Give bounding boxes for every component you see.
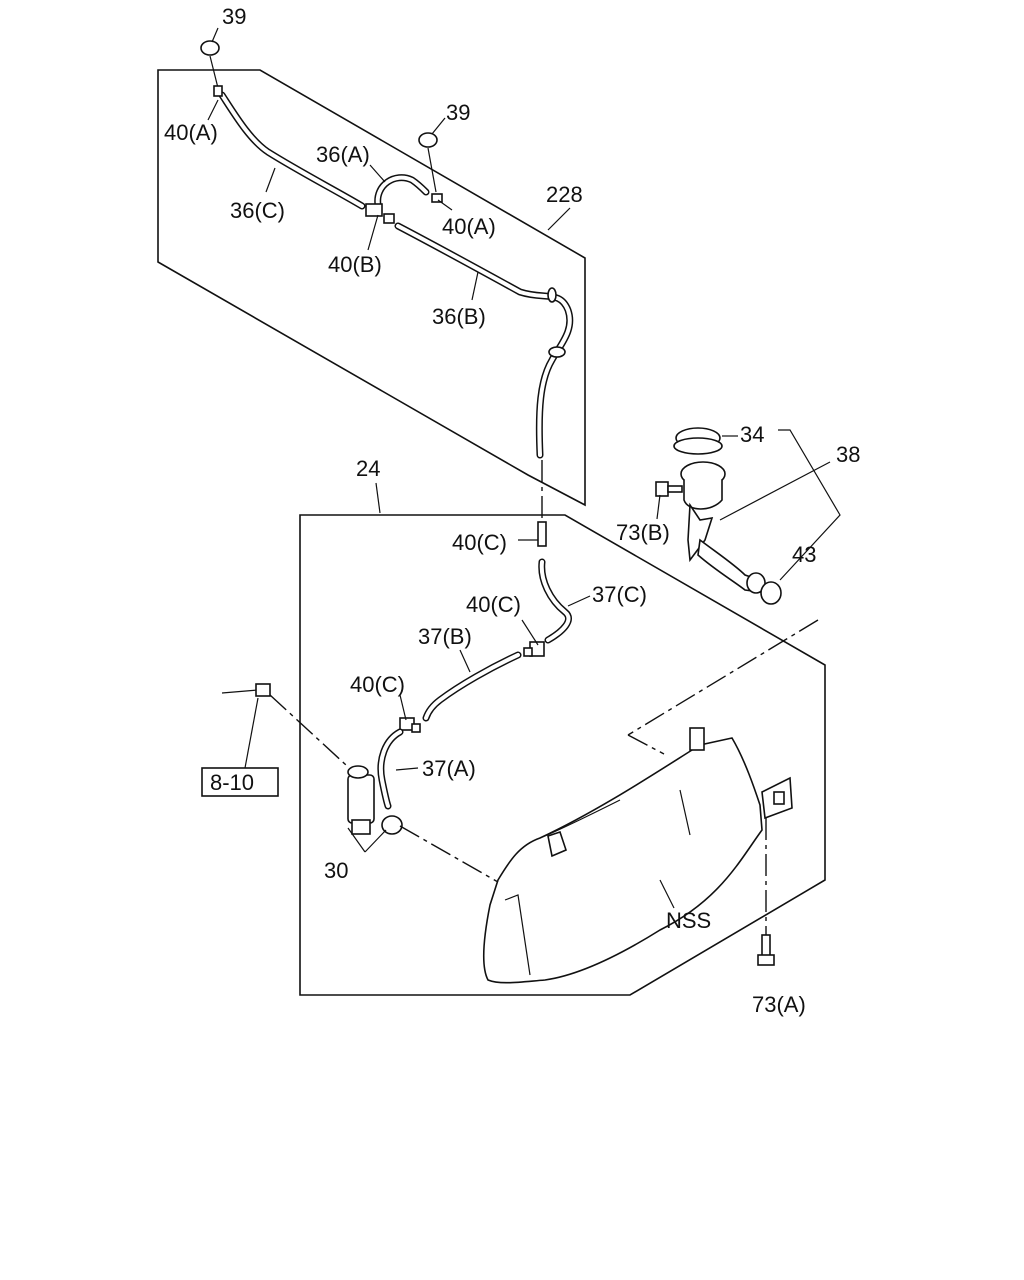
hose-36c [218,91,366,210]
seal-43-icon [760,581,782,605]
bolt-73b-icon [655,481,683,497]
filler-neck-38-icon [680,461,766,594]
hose-37b [422,651,522,722]
washer-tank-icon [483,727,793,984]
label-nss: NSS [666,908,711,933]
joint-40a-icon [431,193,443,203]
label-40a: 40(A) [442,214,496,239]
label-38: 38 [836,442,860,467]
hose-36a [374,174,430,209]
label-73a: 73(A) [752,992,806,1017]
label-36a: 36(A) [316,142,370,167]
label-40a: 40(A) [164,120,218,145]
label-39: 39 [446,100,470,125]
joint-40a-icon [213,85,223,97]
washer-pump-30-icon [347,765,403,853]
label-40c: 40(C) [350,672,405,697]
tee-joint-40c-icon [399,717,421,733]
label-40b: 40(B) [328,252,382,277]
tee-joint-40b-icon [365,203,395,224]
label-228: 228 [546,182,583,207]
label-37a: 37(A) [422,756,476,781]
hose-ring [548,346,566,358]
tee-joint-40c-icon [523,641,545,657]
box-24 [299,514,826,996]
label-43: 43 [792,542,816,567]
joint-40c-icon [537,521,547,547]
label-30: 30 [324,858,348,883]
label-34: 34 [740,422,764,447]
hose-36b [394,222,574,459]
label-8-10: 8-10 [210,770,254,795]
cap-39-icon [418,132,438,148]
connector-icon [255,683,271,697]
hose-37a [377,728,404,810]
label-36b: 36(B) [432,304,486,329]
cap-34-icon [673,427,723,455]
label-39: 39 [222,4,246,29]
label-73b: 73(B) [616,520,670,545]
hose-37c [538,558,572,644]
box-228 [157,69,586,507]
bolt-73a-icon [757,934,775,966]
label-24: 24 [356,456,380,481]
wire-icon [221,689,259,694]
label-37c: 37(C) [592,582,647,607]
label-40c: 40(C) [466,592,521,617]
leader-lines [207,27,841,909]
label-40c: 40(C) [452,530,507,555]
hose-ring [547,287,557,303]
label-36c: 36(C) [230,198,285,223]
ref-box-8-10 [201,767,279,797]
label-37b: 37(B) [418,624,472,649]
cap-39-icon [200,40,220,56]
